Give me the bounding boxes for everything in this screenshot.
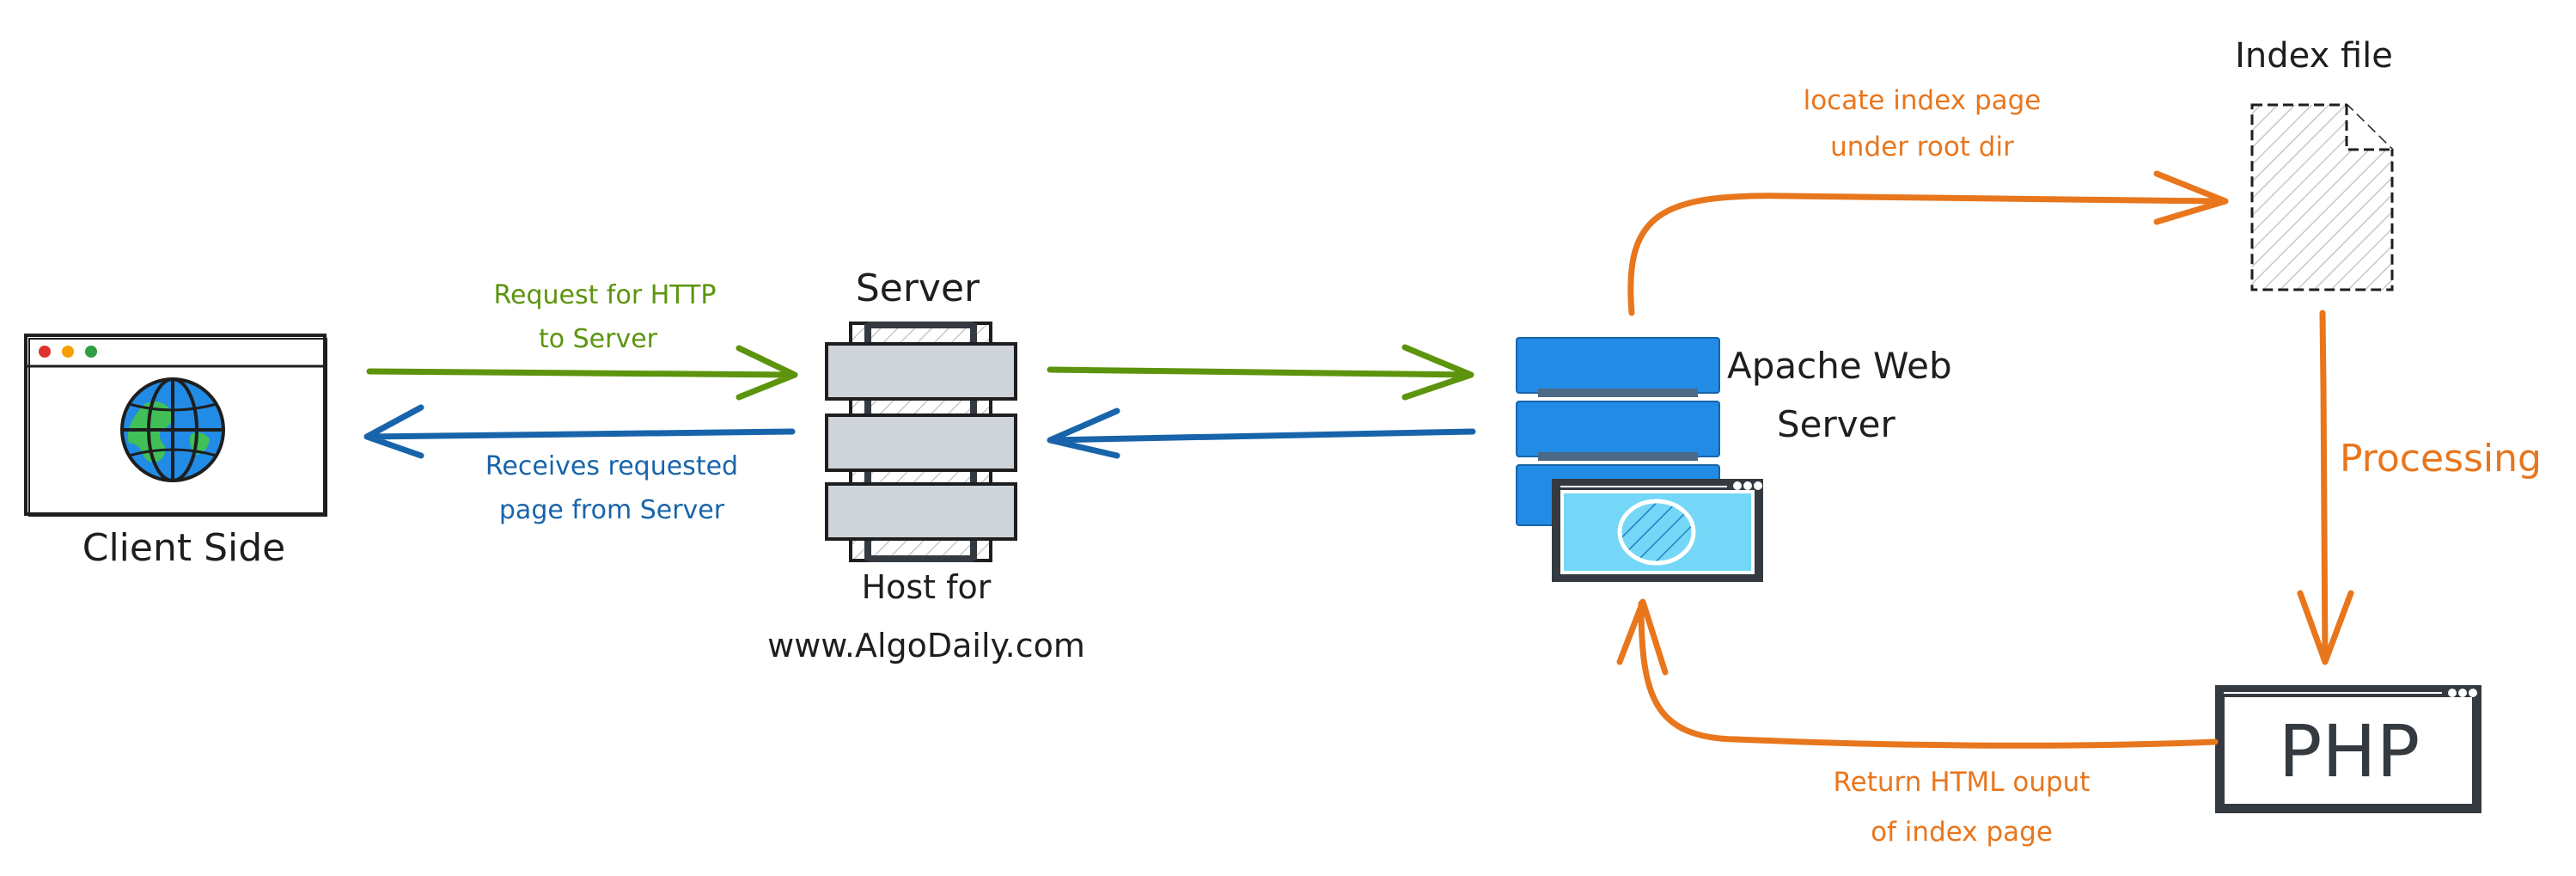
processing-edge: Processing <box>2297 309 2542 665</box>
apache-monitor-icon <box>1552 479 1763 582</box>
server-caption-line1: Host for <box>862 568 992 606</box>
index-label: Index file <box>2235 36 2393 76</box>
locate-edge: locate index page under root dir <box>1627 85 2229 316</box>
return-arrow <box>1616 598 2219 749</box>
processing-label: Processing <box>2340 437 2542 481</box>
document-icon <box>2250 103 2394 291</box>
request-edge: Request for HTTP to Server <box>366 280 798 401</box>
receive-edge: Receives requested page from Server <box>363 404 796 525</box>
apache-to-server-arrow <box>1047 407 1476 459</box>
php-label: PHP <box>2279 709 2420 793</box>
php-window-icon <box>2215 685 2481 813</box>
return-edge: Return HTML ouput of index page <box>1616 598 2219 848</box>
apache-label-line1: Apache Web <box>1727 345 1952 387</box>
client-node: Client Side <box>24 334 327 570</box>
receive-label-line1: Receives requested <box>485 451 738 481</box>
globe-icon <box>120 377 225 482</box>
receive-label-line2: page from Server <box>499 495 725 525</box>
receive-arrow <box>363 404 796 459</box>
locate-label-line2: under root dir <box>1830 132 2014 162</box>
client-label: Client Side <box>82 526 286 570</box>
request-label-line2: to Server <box>539 324 658 354</box>
locate-label-line1: locate index page <box>1804 85 2042 116</box>
apache-node: Apache Web Server <box>1516 337 1952 582</box>
php-node: PHP <box>2215 685 2481 813</box>
server-rack-icon <box>825 322 1017 562</box>
server-title: Server <box>856 266 980 310</box>
index-node: Index file <box>2235 36 2394 291</box>
server-caption-line2: www.AlgoDaily.com <box>767 627 1085 665</box>
window-close-dot <box>39 346 51 358</box>
server-node: Server Host for www.AlgoDaily.com <box>767 266 1085 665</box>
processing-arrow <box>2297 309 2354 665</box>
window-maximize-dot <box>85 346 97 358</box>
locate-arrow <box>1627 170 2229 316</box>
request-label-line1: Request for HTTP <box>494 280 717 310</box>
apache-server-icon <box>1516 337 1763 582</box>
return-label-line1: Return HTML ouput <box>1834 767 2091 798</box>
apache-label-line2: Server <box>1777 403 1895 445</box>
server-to-apache-arrow <box>1047 344 1474 401</box>
window-minimize-dot <box>62 346 74 358</box>
request-arrow <box>366 345 798 401</box>
browser-globe-icon <box>24 334 327 517</box>
return-label-line2: of index page <box>1871 817 2053 848</box>
